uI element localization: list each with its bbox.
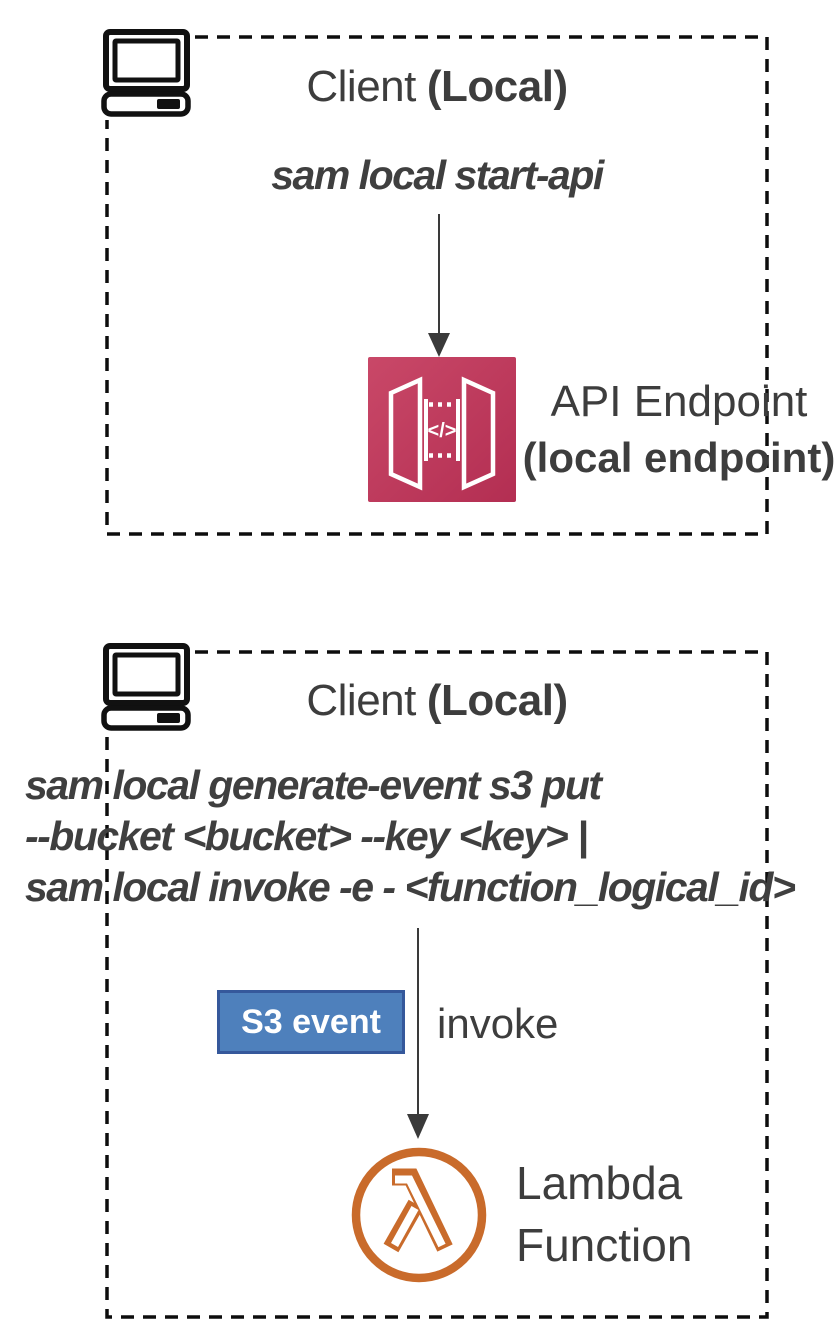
invoke-arrow-label: invoke: [437, 1000, 559, 1047]
computer-icon: [100, 638, 194, 734]
client-local-title-bottom: Client(Local): [107, 676, 767, 726]
client-title-suffix: (Local): [426, 62, 568, 111]
computer-icon: [100, 24, 194, 120]
client-title-text: Client: [306, 62, 416, 111]
code-glyph: </>: [428, 420, 457, 442]
s3-event-badge: S3 event: [217, 990, 405, 1054]
command-start-api: sam local start-api: [271, 152, 604, 198]
client-local-title-top: Client(Local): [107, 62, 767, 112]
client-title-text: Client: [306, 676, 416, 725]
dashed-box-top: [105, 35, 769, 536]
command-line: sam local generate-event s3 put: [25, 762, 602, 808]
lambda-label-line2: Function: [516, 1219, 693, 1271]
api-endpoint-label-line1: API Endpoint: [550, 377, 808, 426]
api-endpoint-label-line2: (local endpoint): [522, 434, 836, 481]
lambda-label-line1: Lambda: [516, 1157, 683, 1209]
command-line: --bucket <bucket> --key <key> |: [25, 813, 589, 859]
arrow-invoke: [407, 928, 429, 1139]
command-line: sam local invoke -e - <function_logical_…: [25, 864, 796, 910]
arrow-start-api: [428, 214, 450, 357]
api-endpoint-label: API Endpoint (local endpoint): [514, 374, 840, 486]
lambda-icon: [347, 1142, 491, 1293]
lambda-function-label: Lambda Function: [516, 1152, 692, 1276]
command-generate-event: sam local generate-event s3 put --bucket…: [25, 760, 840, 913]
client-title-suffix: (Local): [426, 676, 568, 725]
api-gateway-icon: </>: [368, 357, 516, 507]
dashed-box-bottom: [105, 650, 769, 1319]
s3-event-badge-label: S3 event: [241, 1002, 381, 1041]
